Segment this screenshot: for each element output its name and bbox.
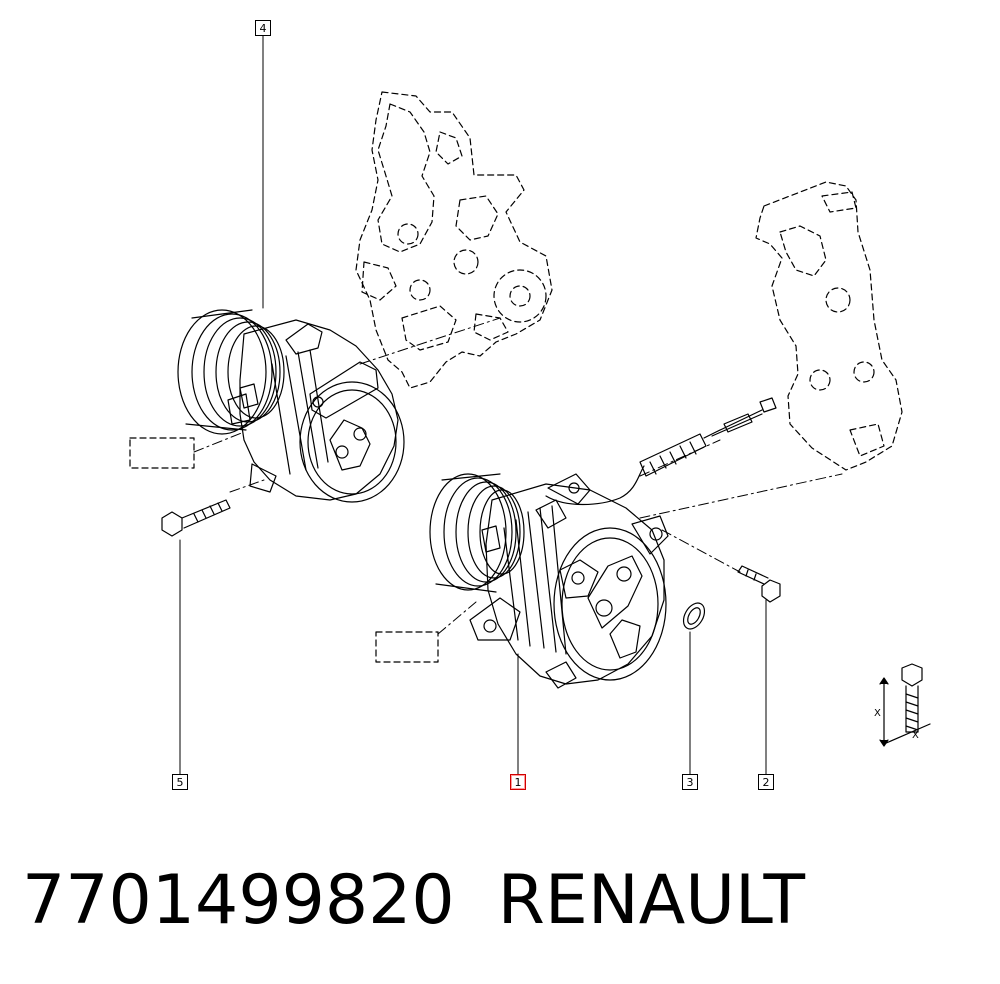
o-ring-3 xyxy=(682,602,706,630)
bolt-detail-label-x-diagonal: X xyxy=(912,730,919,741)
bolt-5 xyxy=(161,499,231,537)
part-number: 7701499820 xyxy=(22,861,455,940)
callout-4[interactable]: 4 xyxy=(255,20,271,36)
compressor-main xyxy=(429,473,669,689)
part-caption: 7701499820 RENAULT xyxy=(22,856,805,946)
callout-5[interactable]: 5 xyxy=(172,774,188,790)
right-bracket-ghost xyxy=(755,181,903,471)
callout-2[interactable]: 2 xyxy=(758,774,774,790)
bolt-2 xyxy=(737,565,781,603)
callout-1[interactable]: 1 xyxy=(510,774,526,790)
leader-lines xyxy=(179,35,767,775)
ghost-box-upper xyxy=(129,437,195,469)
bolt-detail-label-x: X xyxy=(874,708,881,719)
ghost-box-lower xyxy=(375,631,439,663)
bolt-length-detail xyxy=(879,663,931,747)
sensor-wire xyxy=(545,397,777,506)
alignment-lines xyxy=(193,317,843,635)
compressor-upper xyxy=(177,309,405,503)
exploded-parts-diagram xyxy=(129,35,931,775)
engine-bracket-ghost xyxy=(355,91,553,389)
brand-name: RENAULT xyxy=(497,861,806,940)
callout-3[interactable]: 3 xyxy=(682,774,698,790)
